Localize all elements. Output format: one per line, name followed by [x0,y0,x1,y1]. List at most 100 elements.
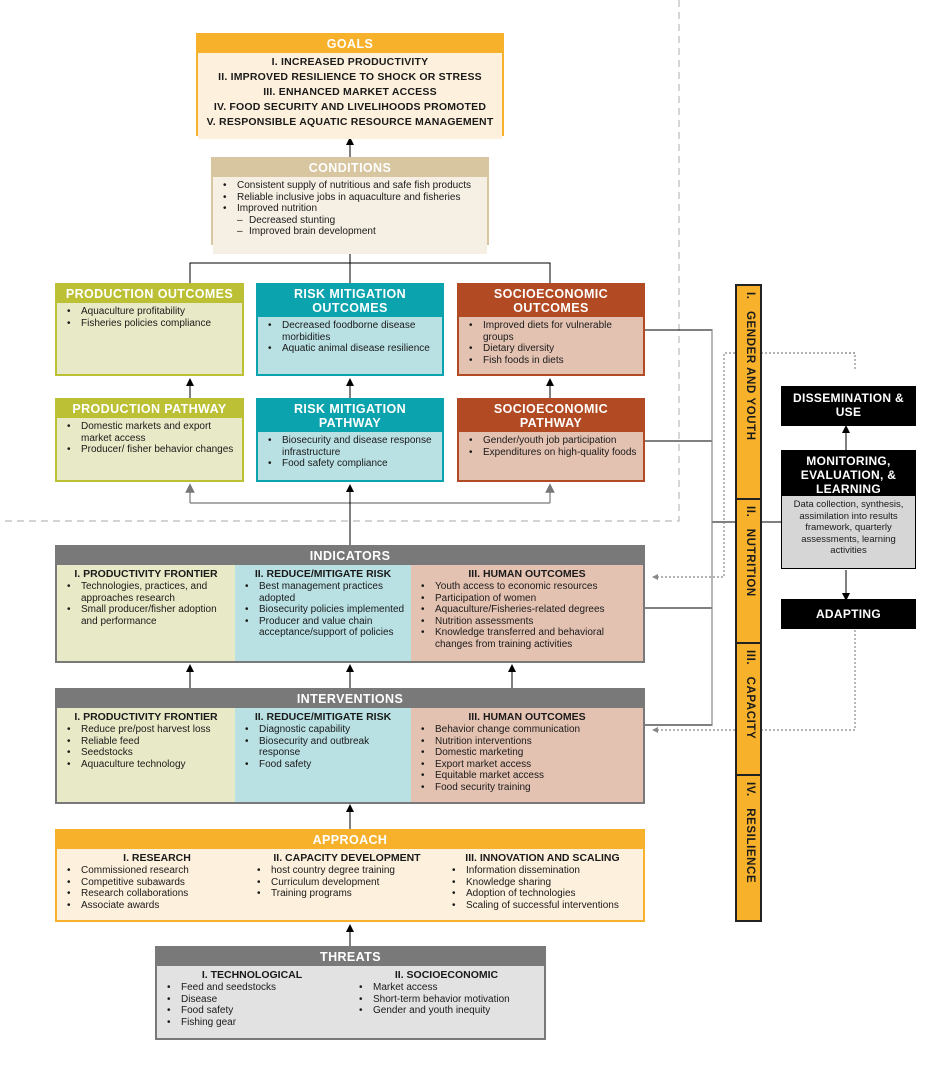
approach-col-title: I. RESEARCH [123,852,191,864]
crosscutting-num: III. [743,650,756,666]
crosscutting-label: GENDER AND YOUTH [743,310,756,441]
outcome-item: Aquaculture profitability [61,306,236,318]
condition-item: Reliable inclusive jobs in aquaculture a… [217,192,481,204]
goal-item: I. INCREASED PRODUCTIVITY [271,56,429,68]
production-pathway-box: PRODUCTION PATHWAY Domestic markets and … [55,398,244,482]
threat-item: Food safety [161,1005,343,1017]
indicator-item: Best management practices adopted [239,581,407,604]
interventions-title: INTERVENTIONS [57,690,643,708]
outcome-item: Improved diets for vulnerable groups [463,320,637,343]
pathway-item: Domestic markets and export market acces… [61,421,236,444]
crosscutting-nutrition: II. NUTRITION [735,498,762,644]
threat-item: Disease [161,994,343,1006]
approach-col-title: II. CAPACITY DEVELOPMENT [273,852,421,864]
intervention-item: Equitable market access [415,770,639,782]
pathway-item: Producer/ fisher behavior changes [61,444,236,456]
threat-item: Fishing gear [161,1017,343,1029]
approach-col-title: III. INNOVATION AND SCALING [465,852,620,864]
dissemination-label: DISSEMINATION & USE [793,391,904,419]
threat-item: Short-term behavior motivation [353,994,540,1006]
intervention-item: Food safety [239,759,407,771]
threat-item: Feed and seedstocks [161,982,343,994]
condition-item: Consistent supply of nutritious and safe… [217,180,481,192]
approach-item: Associate awards [61,900,253,912]
conditions-title: CONDITIONS [213,159,487,177]
intervention-item: Export market access [415,759,639,771]
mel-title: MONITORING, EVALUATION, & LEARNING [782,451,915,496]
condition-subitem: Improved brain development [217,226,481,238]
socio-pathway-box: SOCIOECONOMIC PATHWAY Gender/youth job p… [457,398,645,482]
indicator-item: Youth access to economic resources [415,581,639,593]
threats-box: THREATS I. TECHNOLOGICAL Feed and seedst… [155,946,546,1040]
adapting-box: ADAPTING [781,599,916,629]
approach-item: Training programs [251,888,443,900]
outcome-item: Decreased foodborne disease morbidities [262,320,436,343]
outcome-item: Dietary diversity [463,343,637,355]
crosscutting-num: IV. [743,782,756,797]
indicator-col-title: III. HUMAN OUTCOMES [468,568,586,580]
intervention-item: Biosecurity and outbreak response [239,736,407,759]
risk-outcomes-box: RISK MITIGATION OUTCOMES Decreased foodb… [256,283,444,376]
intervention-item: Domestic marketing [415,747,639,759]
indicator-item: Small producer/fisher adoption and perfo… [61,604,231,627]
bracket-line [645,329,735,726]
intervention-item: Behavior change communication [415,724,639,736]
indicator-item: Producer and value chain acceptance/supp… [239,616,407,639]
crosscutting-label: RESILIENCE [743,808,756,884]
intervention-col-title: III. HUMAN OUTCOMES [468,711,586,723]
indicator-item: Aquaculture/Fisheries-related degrees [415,604,639,616]
interventions-box: INTERVENTIONS I. PRODUCTIVITY FRONTIER R… [55,688,645,804]
mel-box: MONITORING, EVALUATION, & LEARNING Data … [781,450,916,569]
indicator-item: Participation of women [415,593,639,605]
threat-col-title: II. SOCIOECONOMIC [394,969,499,981]
outcome-item: Aquatic animal disease resilience [262,343,436,355]
approach-box: APPROACH I. RESEARCH Commissioned resear… [55,829,645,922]
approach-item: Scaling of successful interventions [446,900,639,912]
socio-outcomes-box: SOCIOECONOMIC OUTCOMES Improved diets fo… [457,283,645,376]
risk-pathway-title: RISK MITIGATION PATHWAY [258,400,442,432]
threat-col-title: I. TECHNOLOGICAL [201,969,303,981]
crosscutting-resilience: IV. RESILIENCE [735,774,762,922]
indicator-col-title: I. PRODUCTIVITY FRONTIER [74,568,218,580]
threat-item: Market access [353,982,540,994]
crosscutting-capacity: III. CAPACITY [735,642,762,776]
approach-item: Research collaborations [61,888,253,900]
crosscutting-num: I. [743,292,756,300]
crosscutting-label: CAPACITY [743,676,756,740]
adapting-label: ADAPTING [815,607,882,621]
indicator-item: Biosecurity policies implemented [239,604,407,616]
production-pathway-title: PRODUCTION PATHWAY [57,400,242,418]
intervention-item: Reduce pre/post harvest loss [61,724,231,736]
pathway-item: Expenditures on high-quality foods [463,447,637,459]
intervention-item: Aquaculture technology [61,759,231,771]
pathway-item: Food safety compliance [262,458,436,470]
intervention-col-title: II. REDUCE/MITIGATE RISK [254,711,392,723]
condition-item: Improved nutrition [217,203,481,215]
threats-title: THREATS [157,948,544,966]
approach-item: host country degree training [251,865,443,877]
outcome-item: Fisheries policies compliance [61,318,236,330]
goal-item: V. RESPONSIBLE AQUATIC RESOURCE MANAGEME… [206,116,494,128]
risk-pathway-box: RISK MITIGATION PATHWAY Biosecurity and … [256,398,444,482]
dissemination-box: DISSEMINATION & USE [781,386,916,426]
condition-subitem: Decreased stunting [217,215,481,227]
crosscutting-label: NUTRITION [743,528,756,597]
production-outcomes-box: PRODUCTION OUTCOMES Aquaculture profitab… [55,283,244,376]
intervention-item: Food security training [415,782,639,794]
line-outcomes-to-conditions [189,262,551,283]
indicator-col-title: II. REDUCE/MITIGATE RISK [254,568,392,580]
intervention-item: Reliable feed [61,736,231,748]
intervention-item: Diagnostic capability [239,724,407,736]
pathway-item: Gender/youth job participation [463,435,637,447]
goal-item: III. ENHANCED MARKET ACCESS [263,86,437,98]
crosscutting-gender-youth: I. GENDER AND YOUTH [735,284,762,500]
goals-title: GOALS [198,35,502,53]
socio-pathway-title: SOCIOECONOMIC PATHWAY [459,400,643,432]
pathway-item: Biosecurity and disease response infrast… [262,435,436,458]
indicator-item: Technologies, practices, and approaches … [61,581,231,604]
goal-item: II. IMPROVED RESILIENCE TO SHOCK OR STRE… [218,71,482,83]
crosscutting-num: II. [743,506,756,518]
goal-item: IV. FOOD SECURITY AND LIVELIHOODS PROMOT… [213,101,487,113]
approach-item: Commissioned research [61,865,253,877]
outcome-item: Fish foods in diets [463,355,637,367]
